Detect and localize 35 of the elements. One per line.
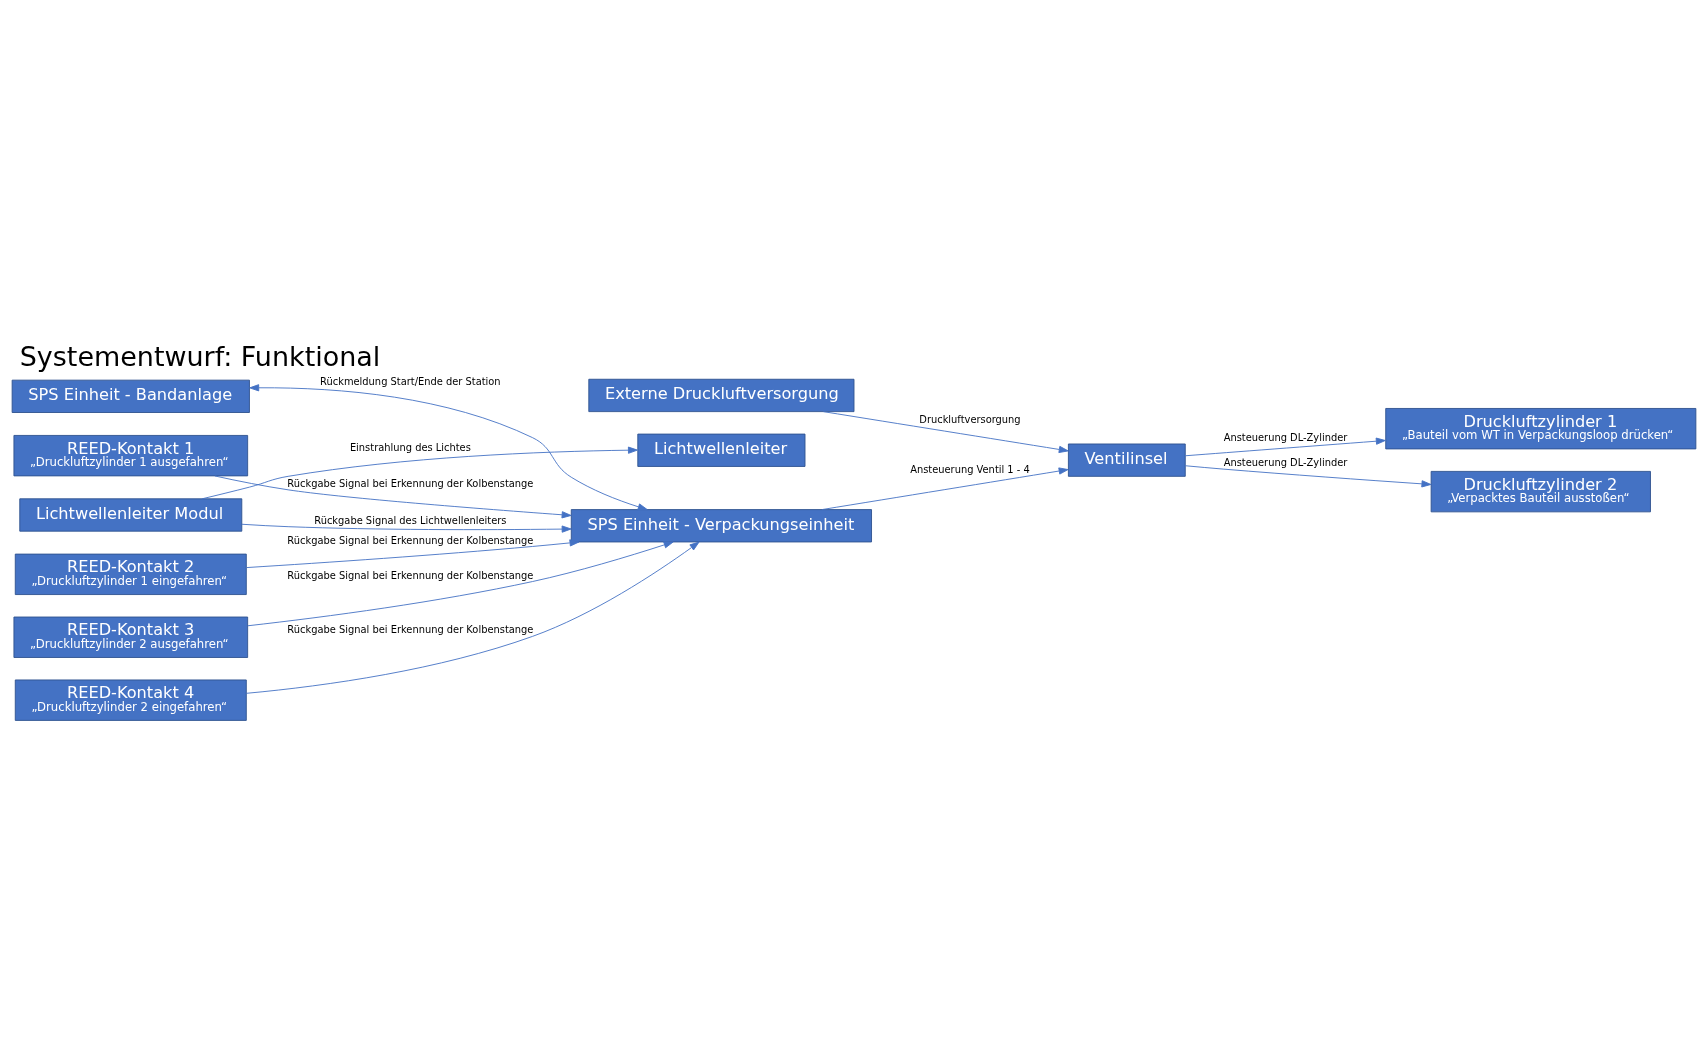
edge-label: Einstrahlung des Lichtes xyxy=(349,441,471,453)
node-box: Druckluftzylinder 1 „Bauteil vom WT in Verpackungsloop drücken“ xyxy=(1385,407,1697,449)
arrow xyxy=(1185,464,1432,487)
arrow xyxy=(822,410,1069,453)
arrow xyxy=(821,466,1069,510)
arrow xyxy=(1185,437,1386,456)
edge-label: Rückgabe Signal bei Erkennung der Kolbenstange xyxy=(287,477,534,489)
arrow xyxy=(245,541,700,694)
arrow xyxy=(214,475,572,518)
node-box: REED-Kontakt 3 „Druckluftzylinder 2 ausgefahren“ xyxy=(13,616,249,658)
edge-label: Rückgabe Signal bei Erkennung der Kolbenstange xyxy=(287,623,534,635)
node-box: REED-Kontakt 4 „Druckluftzylinder 2 eingefahren“ xyxy=(14,679,247,721)
node-box: REED-Kontakt 1 „Druckluftzylinder 1 ausgefahren“ xyxy=(13,434,249,476)
node-box: SPS Einheit - Verpackungseinheit xyxy=(570,508,872,542)
edge-label: Rückmeldung Start/Ende der Station xyxy=(320,375,501,387)
edge-label: Ansteuerung Ventil 1 - 4 xyxy=(910,463,1030,475)
node-box: Lichtwellenleiter Modul xyxy=(19,497,243,532)
edge-label: Druckluftversorgung xyxy=(919,413,1021,425)
arrow xyxy=(246,538,580,568)
arrow xyxy=(249,383,648,510)
node-box: Ventilinsel xyxy=(1067,443,1186,477)
node-box: REED-Kontakt 2 „Druckluftzylinder 1 eingefahren“ xyxy=(14,553,247,595)
edge-label: Rückgabe Signal des Lichtwellenleiters xyxy=(314,514,507,526)
diagram-title: Systementwurf: Funktional xyxy=(19,340,381,372)
edge-label: Ansteuerung DL-Zylinder xyxy=(1223,431,1348,443)
arrow xyxy=(241,523,572,533)
edge-label: Rückgabe Signal bei Erkennung der Kolbenstange xyxy=(287,534,534,546)
node-box: Druckluftzylinder 2 „Verpacktes Bauteil ausstoßen“ xyxy=(1430,470,1651,512)
node-box: Externe Druckluftversorgung xyxy=(588,378,855,412)
edge-label: Rückgabe Signal bei Erkennung der Kolbenstange xyxy=(287,569,534,581)
node-box: SPS Einheit - Bandanlage xyxy=(11,379,250,413)
arrow xyxy=(201,446,638,499)
node-box: Lichtwellenleiter xyxy=(637,433,806,467)
arrow xyxy=(247,540,674,626)
edge-label: Ansteuerung DL-Zylinder xyxy=(1223,456,1348,468)
